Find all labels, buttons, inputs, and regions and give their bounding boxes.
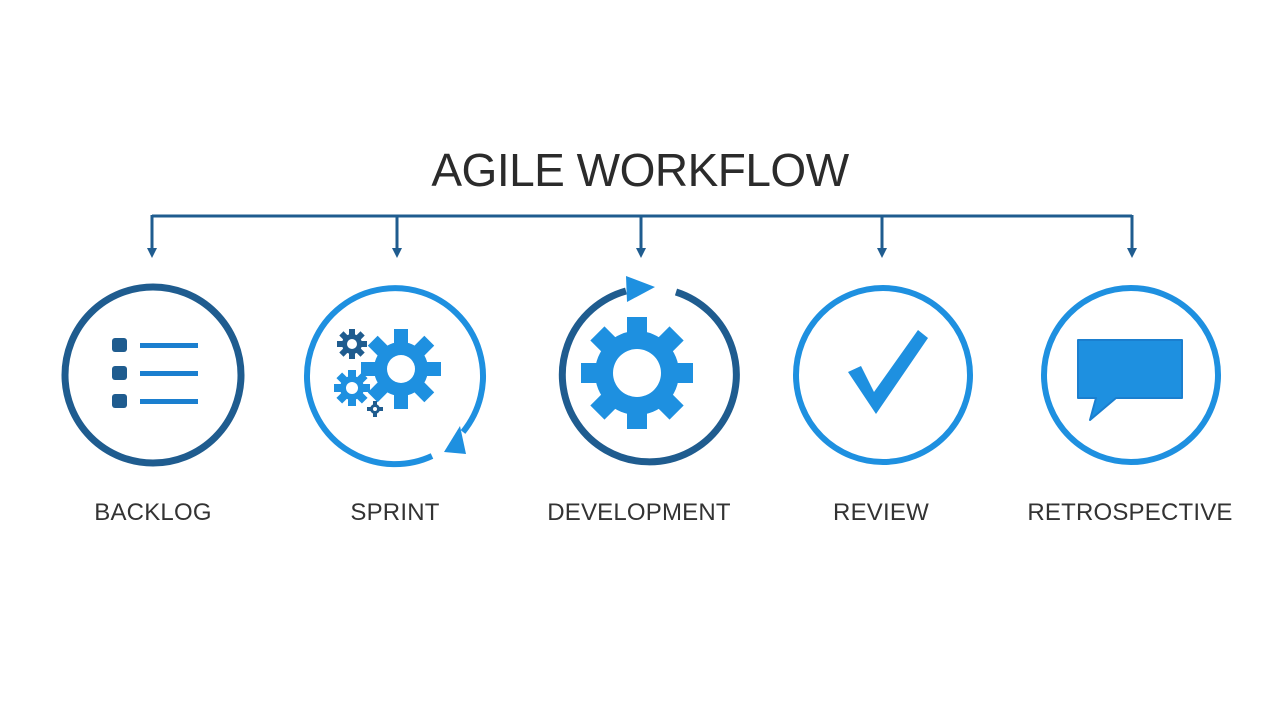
review-ring xyxy=(793,285,973,465)
list-icon xyxy=(112,338,198,408)
step-label-sprint: SPRINT xyxy=(350,499,440,526)
arrowhead-retrospective xyxy=(1127,248,1137,258)
arrowhead-review xyxy=(877,248,887,258)
connector-bracket xyxy=(150,214,1134,252)
step-backlog xyxy=(61,283,245,467)
step-development xyxy=(558,276,740,466)
step-label-backlog: BACKLOG xyxy=(94,499,212,526)
retrospective-ring xyxy=(1041,285,1221,465)
backlog-ring xyxy=(61,283,245,467)
sprint-cycle-arc xyxy=(304,285,486,468)
step-label-development: DEVELOPMENT xyxy=(547,499,731,526)
arrowhead-sprint xyxy=(392,248,402,258)
gear-icon xyxy=(581,317,693,429)
step-review xyxy=(793,285,973,465)
step-sprint xyxy=(304,285,486,468)
arrowhead-backlog xyxy=(147,248,157,258)
cycle-gears-icon xyxy=(334,329,441,417)
connector-arrowheads xyxy=(147,248,1137,258)
sprint-cycle-arrowhead xyxy=(444,426,466,454)
diagram-title: AGILE WORKFLOW xyxy=(431,144,849,196)
arrowhead-development xyxy=(636,248,646,258)
step-label-retrospective: RETROSPECTIVE xyxy=(1027,499,1233,526)
step-retrospective xyxy=(1041,285,1221,465)
speech-bubble-icon xyxy=(1077,339,1183,421)
development-cycle-arc xyxy=(558,287,740,466)
step-label-review: REVIEW xyxy=(833,499,929,526)
development-cycle-arrowhead xyxy=(626,276,655,302)
checkmark-icon xyxy=(848,330,928,414)
